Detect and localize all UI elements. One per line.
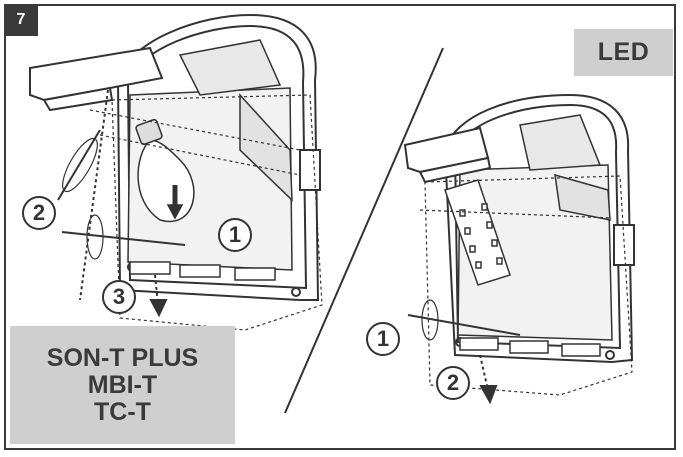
left-lamp-bulb <box>135 118 195 223</box>
right-dashed-outline <box>419 175 633 396</box>
right-hinge-clips <box>459 337 601 357</box>
left-reflector <box>127 39 293 271</box>
left-hinge-clips <box>129 261 276 281</box>
step-number-badge: 7 <box>4 4 38 36</box>
lamp-type-line-2: MBI-T <box>87 370 158 399</box>
right-gear-tray <box>403 126 492 184</box>
left-screwdriver <box>57 129 186 260</box>
left-dashed-outline <box>89 94 323 331</box>
left-step-1-marker: 1 <box>218 218 252 252</box>
left-pull-arrow <box>149 274 168 318</box>
right-screwdriver <box>407 299 521 341</box>
lamp-type-line-3: TC-T <box>94 397 151 426</box>
led-label: LED <box>574 29 673 76</box>
lamp-type-line-1: SON-T PLUS <box>46 343 199 372</box>
left-step-2-marker: 2 <box>22 196 56 230</box>
left-step-3-marker: 3 <box>102 280 136 314</box>
right-step-1-marker: 1 <box>366 322 400 356</box>
divider-line <box>284 47 444 414</box>
right-step-2-marker: 2 <box>436 366 470 400</box>
right-led-module <box>444 179 511 286</box>
lamp-type-label: SON-T PLUS MBI-T TC-T <box>10 326 235 444</box>
right-pull-arrow <box>479 354 498 405</box>
right-reflector <box>457 114 613 341</box>
